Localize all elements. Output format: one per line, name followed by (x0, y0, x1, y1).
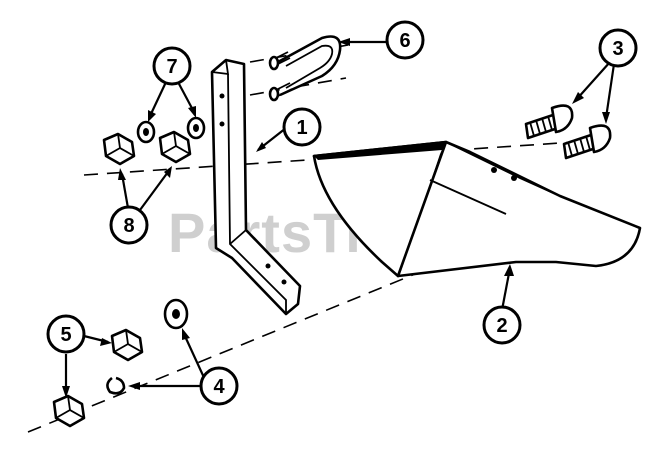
leader-8b (139, 171, 169, 211)
leader-7a (149, 81, 167, 117)
callout-5-label: 5 (60, 324, 71, 346)
callout-4-label: 4 (213, 376, 225, 398)
callout-2: 2 (482, 305, 522, 345)
carriage-bolts-part (524, 104, 612, 160)
lower-hex-nuts-part (52, 328, 144, 428)
leader-7b (177, 81, 195, 113)
callout-8: 8 (109, 205, 149, 245)
u-bolt-part (268, 35, 342, 102)
callout-8-label: 8 (123, 215, 134, 237)
callout-4: 4 (199, 366, 239, 406)
callout-1-label: 1 (296, 117, 307, 139)
upper-hex-nuts-part (102, 130, 192, 166)
sweep-blade-part (312, 140, 642, 278)
callout-1: 1 (282, 107, 322, 147)
lower-washers-part (106, 298, 189, 395)
callout-5: 5 (46, 314, 86, 354)
callout-3-label: 3 (612, 38, 623, 60)
callout-2-label: 2 (496, 315, 507, 337)
callout-3: 3 (598, 28, 638, 68)
leader-3b (604, 63, 616, 119)
callout-7-label: 7 (166, 56, 177, 78)
callout-6-label: 6 (399, 30, 410, 52)
callout-6: 6 (385, 20, 425, 60)
standard-bracket-part (210, 58, 302, 316)
leader-4a (183, 333, 207, 383)
leader-lines (62, 38, 616, 398)
callout-7: 7 (152, 46, 192, 86)
leader-3a (575, 61, 611, 101)
